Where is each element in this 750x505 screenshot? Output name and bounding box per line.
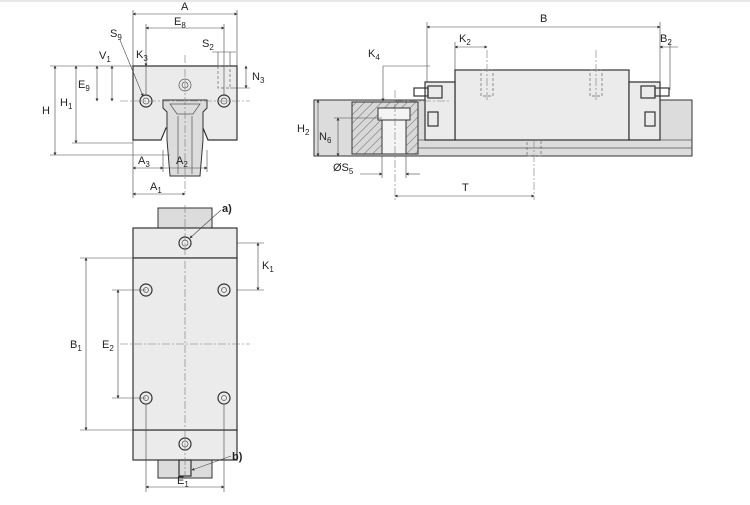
label-K3: K3 bbox=[136, 49, 148, 63]
front-view bbox=[120, 55, 250, 195]
top-dimensions: a) K1 B1 E2 b) E1 bbox=[70, 203, 274, 492]
label-T: T bbox=[462, 182, 469, 194]
label-K1: K1 bbox=[262, 260, 274, 274]
label-B2: B2 bbox=[660, 33, 672, 47]
label-E2: E2 bbox=[102, 339, 114, 353]
label-S5: ØS5 bbox=[333, 162, 354, 176]
label-A3: A3 bbox=[138, 155, 150, 169]
label-A2: A2 bbox=[176, 155, 188, 169]
label-N6: N6 bbox=[319, 131, 332, 145]
label-K2: K2 bbox=[459, 33, 471, 47]
label-S9: S9 bbox=[110, 28, 122, 42]
label-E9: E9 bbox=[78, 79, 90, 93]
label-V1: V1 bbox=[99, 50, 111, 64]
label-E1: E1 bbox=[177, 475, 189, 489]
top-view bbox=[120, 205, 250, 480]
label-a: a) bbox=[222, 203, 232, 215]
front-dimensions: A E8 S9 K3 S2 V1 E9 N3 H H1 bbox=[42, 1, 265, 198]
label-H2: H2 bbox=[297, 123, 310, 137]
label-B: B bbox=[540, 13, 547, 25]
label-B1: B1 bbox=[70, 339, 82, 353]
label-H1: H1 bbox=[60, 97, 73, 111]
label-N3: N3 bbox=[252, 71, 265, 85]
label-H: H bbox=[42, 105, 50, 117]
label-b: b) bbox=[232, 451, 243, 463]
label-A: A bbox=[181, 1, 189, 13]
label-A1: A1 bbox=[150, 181, 162, 195]
side-view bbox=[313, 50, 693, 200]
label-E8: E8 bbox=[174, 16, 186, 30]
label-S2: S2 bbox=[202, 38, 214, 52]
label-K4: K4 bbox=[368, 48, 380, 62]
side-dimensions: B K2 B2 K4 H2 N6 ØS5 T bbox=[297, 13, 678, 198]
